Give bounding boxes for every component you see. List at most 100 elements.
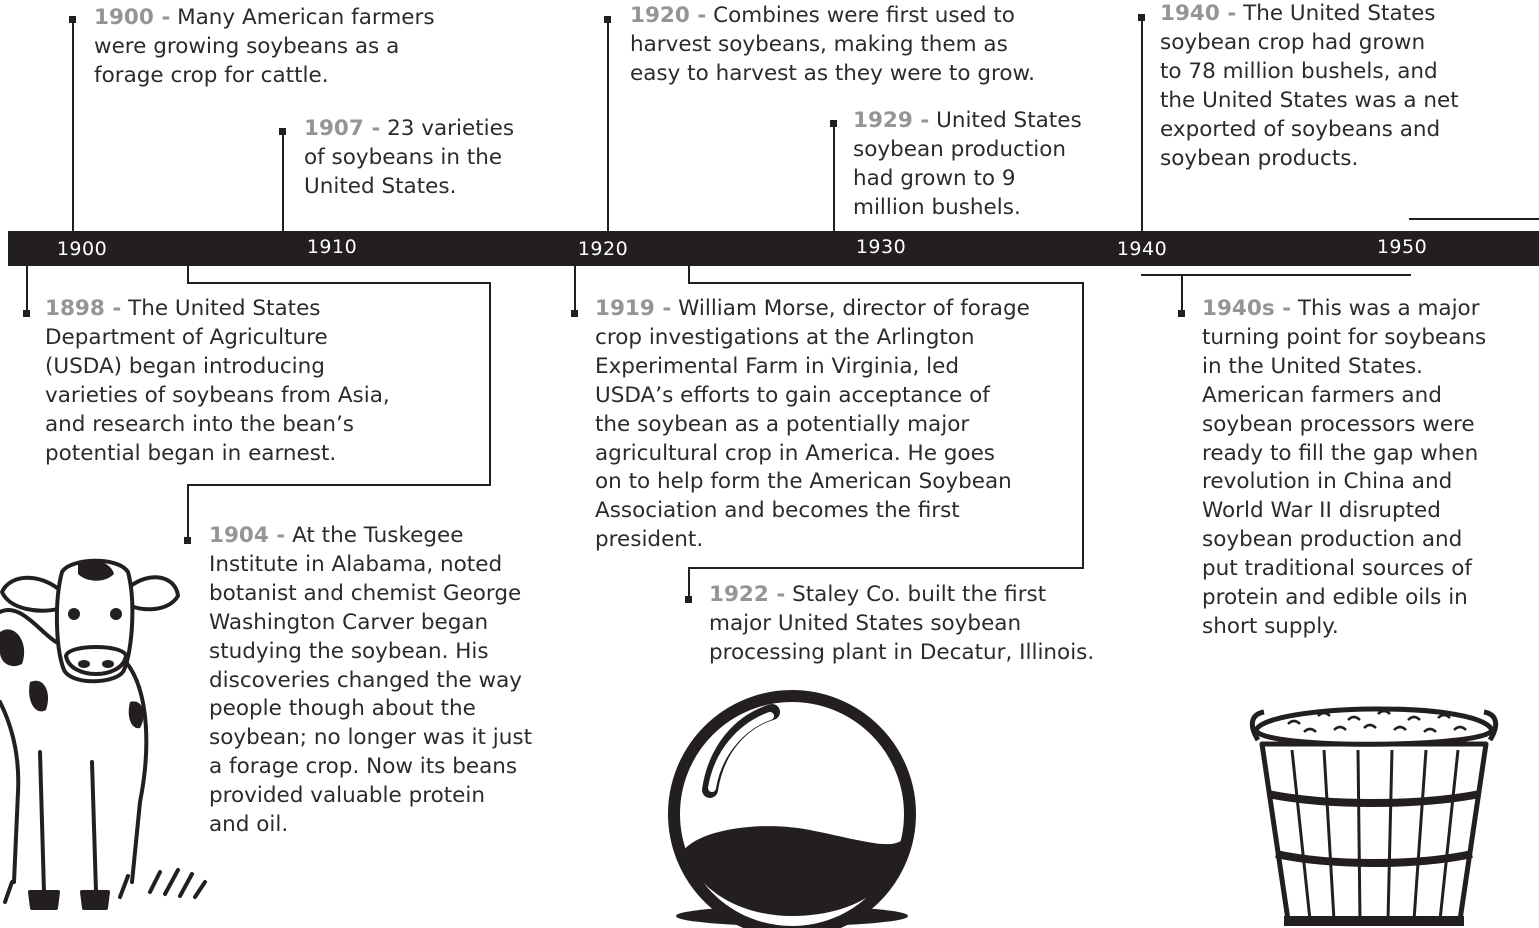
event-line: short supply. — [1202, 613, 1339, 639]
cow-illustration — [0, 558, 207, 910]
event-line: The United States — [121, 296, 321, 321]
event-line: the soybean as a potentially major — [595, 411, 970, 437]
event-line: soybean production — [853, 136, 1067, 162]
event-line: on to help form the American Soybean — [595, 469, 1012, 495]
marker-1898 — [23, 310, 30, 317]
connector-1919 — [574, 266, 576, 311]
event-line: million bushels. — [853, 194, 1021, 220]
event-year: 1907 - — [304, 116, 381, 141]
event-1940: 1940 - The United States soybean crop ha… — [1160, 0, 1459, 173]
event-line: soybean processors were — [1202, 411, 1475, 437]
event-line: Many American farmers — [170, 5, 435, 30]
connector-1904-a — [187, 266, 189, 283]
connector-1922-c — [1082, 282, 1084, 569]
event-line: botanist and chemist George — [209, 580, 522, 606]
connector-1940 — [1141, 17, 1143, 231]
connector-1920 — [607, 19, 609, 231]
event-line: had grown to 9 — [853, 165, 1016, 191]
tick-1910: 1910 — [306, 236, 358, 258]
event-year: 1940s - — [1202, 296, 1292, 321]
event-line: harvest soybeans, making them as — [630, 31, 1008, 57]
event-line: United States. — [304, 173, 457, 199]
event-line: soybean products. — [1160, 145, 1359, 171]
event-line: turning point for soybeans — [1202, 324, 1487, 350]
connector-1904-d — [187, 484, 491, 486]
event-line: soybean crop had grown — [1160, 29, 1426, 55]
event-line: crop investigations at the Arlington — [595, 324, 975, 350]
event-1900: 1900 - Many American farmers were growin… — [94, 4, 435, 91]
event-line: soybean production and — [1202, 527, 1463, 553]
event-line: This was a major — [1291, 296, 1480, 321]
event-line: United States — [929, 108, 1082, 133]
connector-1922-a — [688, 266, 690, 283]
connector-1929 — [833, 124, 835, 231]
marker-1907 — [279, 128, 286, 135]
event-line: agricultural crop in America. He goes — [595, 440, 996, 466]
connector-1950-stub — [1409, 218, 1539, 220]
marker-1922 — [685, 596, 692, 603]
event-year: 1922 - — [709, 582, 786, 607]
event-year: 1920 - — [630, 3, 707, 28]
marker-1919 — [571, 310, 578, 317]
event-line: soybean; no longer was it just — [209, 725, 533, 751]
event-line: studying the soybean. His — [209, 638, 489, 664]
connector-1922-e — [688, 567, 690, 597]
event-year: 1919 - — [595, 296, 672, 321]
event-year: 1900 - — [94, 5, 171, 30]
event-1929: 1929 - United States soybean production … — [853, 107, 1082, 223]
event-line: a forage crop. Now its beans — [209, 754, 518, 780]
event-line: forage crop for cattle. — [94, 62, 329, 88]
marker-1929 — [830, 120, 837, 127]
tick-1900: 1900 — [56, 238, 108, 260]
event-line: Association and becomes the first — [595, 498, 960, 524]
event-year: 1940 - — [1160, 1, 1237, 26]
connector-1922-b — [688, 282, 1084, 284]
bushel-basket-illustration — [1249, 706, 1499, 926]
event-line: varieties of soybeans from Asia, — [45, 382, 390, 408]
marker-1900 — [69, 16, 76, 23]
event-year: 1898 - — [45, 296, 122, 321]
event-1904: 1904 - At the Tuskegee Institute in Alab… — [209, 522, 532, 840]
event-line: in the United States. — [1202, 353, 1423, 379]
event-1898: 1898 - The United States Department of A… — [45, 295, 390, 468]
event-line: Institute in Alabama, noted — [209, 551, 503, 577]
event-line: Experimental Farm in Virginia, led — [595, 353, 960, 379]
timeline-bar — [8, 231, 1539, 266]
event-line: discoveries changed the way — [209, 667, 523, 693]
tick-1950: 1950 — [1376, 236, 1428, 258]
event-line: Washington Carver began — [209, 609, 489, 635]
event-1920: 1920 - Combines were first used to harve… — [630, 2, 1035, 89]
marker-1940 — [1138, 14, 1145, 21]
event-line: protein and edible oils in — [1202, 585, 1468, 611]
connector-1904-c — [489, 282, 491, 486]
event-line: Department of Agriculture — [45, 324, 328, 350]
connector-1898 — [26, 266, 28, 311]
event-line: USDA’s efforts to gain acceptance of — [595, 382, 990, 408]
event-line: exported of soybeans and — [1160, 116, 1441, 142]
tick-1930: 1930 — [855, 236, 907, 258]
event-line: put traditional sources of — [1202, 556, 1472, 582]
connector-1922-d — [688, 567, 1084, 569]
event-line: Combines were first used to — [706, 3, 1015, 28]
event-line: The United States — [1236, 1, 1436, 26]
event-line: the United States was a net — [1160, 87, 1459, 113]
event-line: Staley Co. built the first — [785, 582, 1047, 607]
event-line: revolution in China and — [1202, 469, 1453, 495]
event-line: of soybeans in the — [304, 144, 503, 170]
event-line: potential began in earnest. — [45, 440, 337, 466]
event-line: and oil. — [209, 812, 289, 838]
event-line: were growing soybeans as a — [94, 33, 400, 59]
event-line: American farmers and — [1202, 382, 1442, 408]
event-line: major United States soybean — [709, 610, 1022, 636]
event-line: At the Tuskegee — [285, 523, 464, 548]
event-year: 1929 - — [853, 108, 930, 133]
event-line: people though about the — [209, 696, 476, 722]
event-1922: 1922 - Staley Co. built the first major … — [709, 581, 1094, 668]
event-line: to 78 million bushels, and — [1160, 58, 1438, 84]
event-1907: 1907 - 23 varieties of soybeans in the U… — [304, 115, 514, 202]
connector-1904-e — [187, 484, 189, 540]
connector-1940s-b — [1181, 274, 1183, 311]
event-line: World War II disrupted — [1202, 498, 1441, 524]
connector-1940s-a — [1141, 274, 1411, 276]
event-line: and research into the bean’s — [45, 411, 354, 437]
